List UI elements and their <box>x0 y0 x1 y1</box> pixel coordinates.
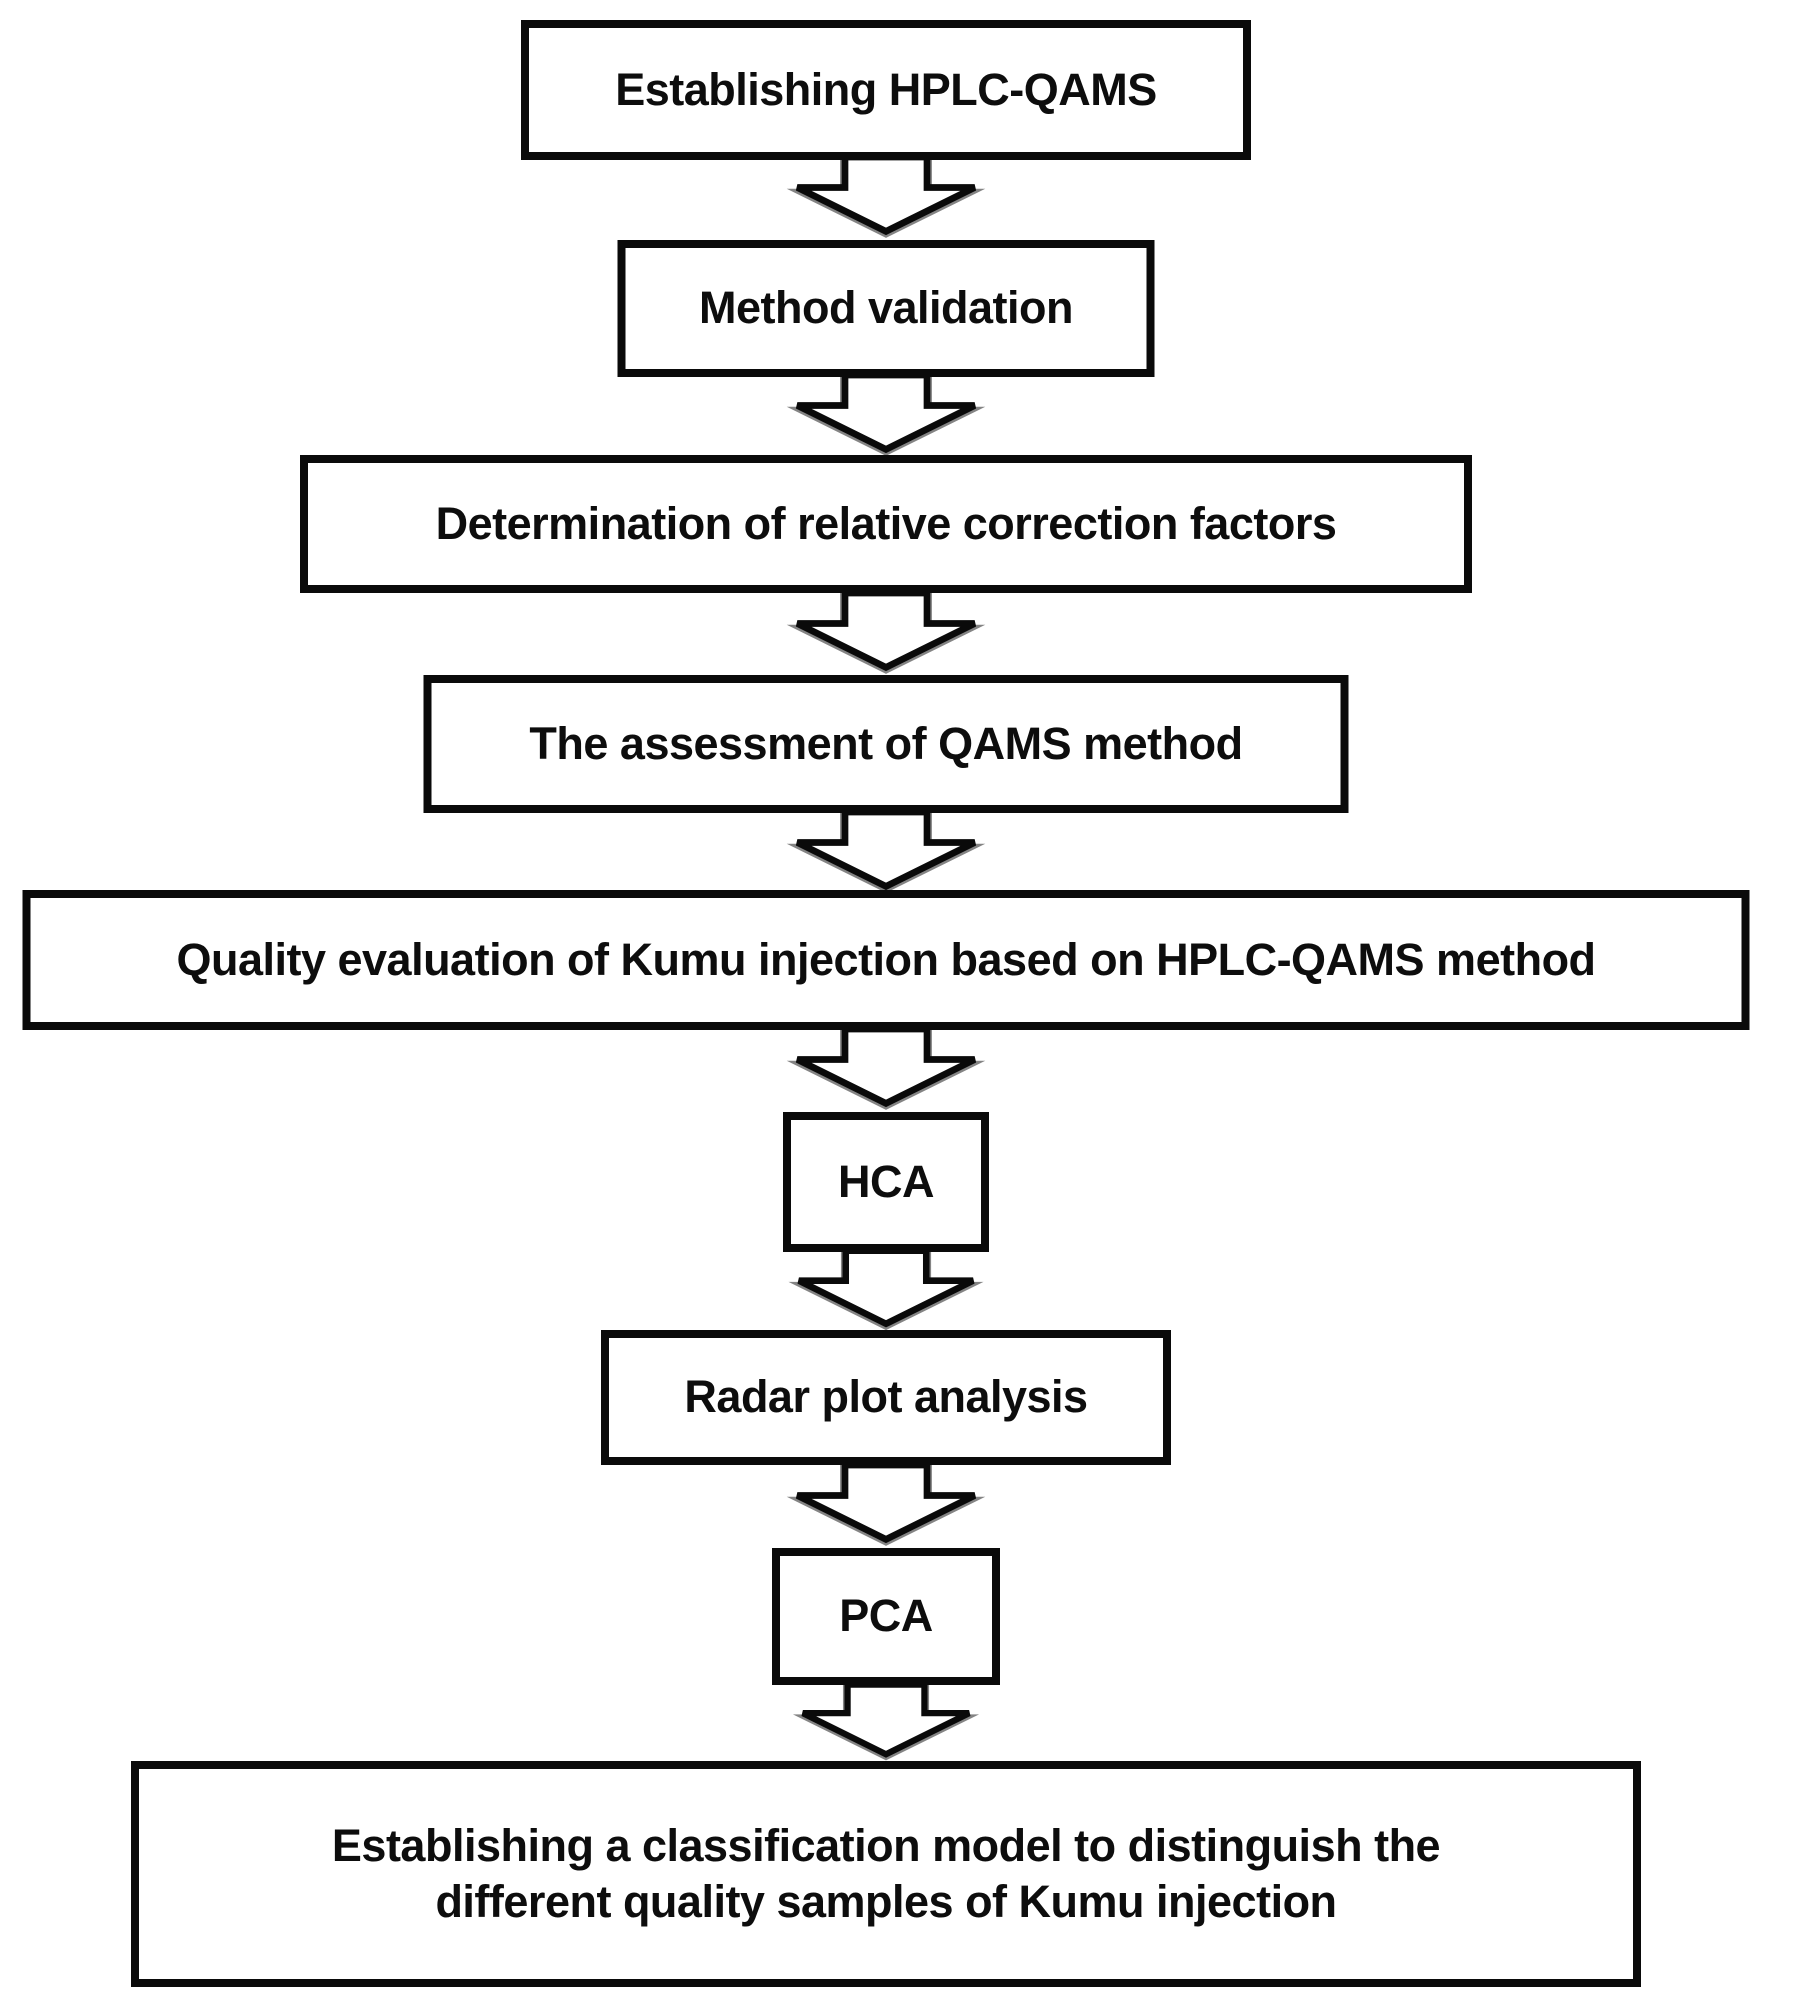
flow-step-label-line1: Establishing a classification model to d… <box>331 1819 1441 1871</box>
flow-step-label: Radar plot analysis <box>684 1371 1088 1423</box>
flow-step-label-line2: different quality samples of Kumu inject… <box>435 1876 1337 1927</box>
flow-step-label: Method validation <box>699 282 1074 334</box>
flow-step-label: HCA <box>838 1155 935 1207</box>
flow-step: Radar plot analysis <box>601 1330 1171 1465</box>
flow-step-label: PCA <box>839 1590 933 1642</box>
flow-step: Determination of relative correction fac… <box>300 455 1472 593</box>
down-arrow-icon <box>784 153 988 243</box>
down-arrow-icon <box>784 371 988 461</box>
down-arrow-icon <box>784 1025 988 1115</box>
flow-step: Method validation <box>617 240 1155 377</box>
flow-step-label: The assessment of QAMS method <box>529 717 1243 769</box>
flow-step: HCA <box>783 1112 989 1252</box>
down-arrow-icon <box>784 1461 988 1551</box>
down-arrow-icon <box>784 1681 988 1765</box>
flow-step: Establishing a classification model to d… <box>131 1761 1641 1987</box>
flow-step-label: Quality evaluation of Kumu injection bas… <box>176 933 1596 985</box>
flow-step: PCA <box>772 1548 1000 1685</box>
down-arrow-icon <box>784 589 988 679</box>
flow-step-label: Establishing HPLC-QAMS <box>615 63 1157 115</box>
flow-step-label: Determination of relative correction fac… <box>435 497 1337 549</box>
flow-step: Establishing HPLC-QAMS <box>521 20 1251 160</box>
down-arrow-icon <box>784 1247 988 1335</box>
flow-step: Quality evaluation of Kumu injection bas… <box>22 890 1750 1030</box>
flow-step: The assessment of QAMS method <box>423 675 1349 813</box>
down-arrow-icon <box>784 808 988 898</box>
